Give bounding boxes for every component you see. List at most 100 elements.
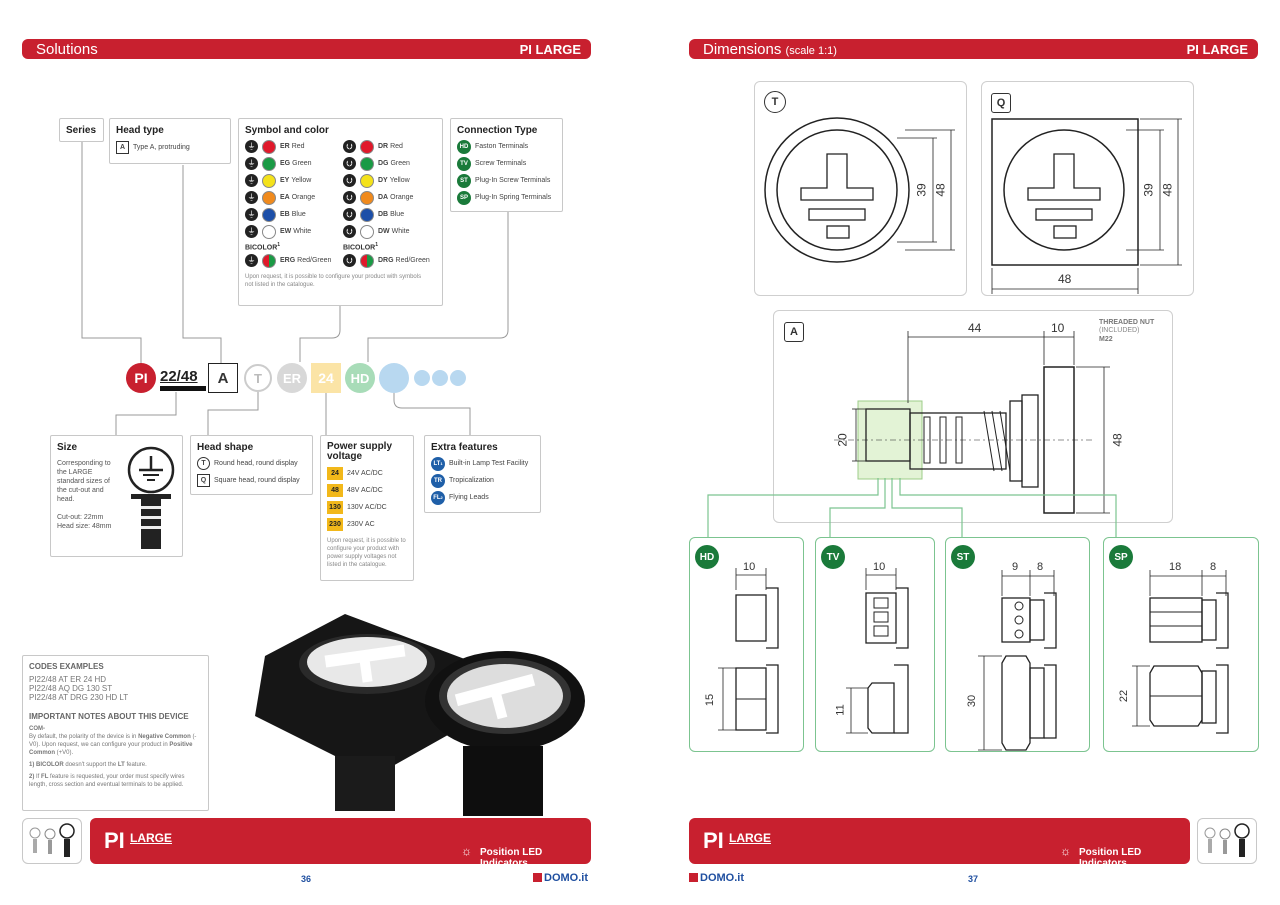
q-square-head-drawing [991,118,1182,294]
left-footer-tagline: Position LED Indicators [480,847,543,869]
color-dot [359,173,374,188]
head-type-label: Type A, protruding [133,144,190,151]
sun-icon: ☼ [1060,844,1071,858]
a-dim-48: 48 [1110,433,1125,447]
size-box: Size Corresponding to the LARGE standard… [50,435,183,557]
sp-drawing [1132,570,1229,734]
left-footer-pi: PI [104,828,125,853]
color-dot [262,224,276,239]
q-dim-w: 48 [1058,272,1072,286]
a-dim-44: 44 [968,321,982,335]
st-box: ST 9 8 30 [945,537,1090,752]
color-dot [359,224,374,239]
ground-symbol-icon: ⏚ [245,157,258,170]
size-cutout: Cut-out: 22mm [57,514,104,521]
nut-included: (INCLUDED) [1099,327,1140,334]
bicolor-label-left: BICOLOR1 [245,242,281,252]
code-size: 22/48 [160,368,198,385]
code-example: PI22/48 AT DRG 230 HD LT [29,693,129,702]
product-photo [255,614,585,816]
code-conn-circle: HD [345,363,375,393]
indicator-family-icon [29,823,75,857]
right-header-right: PI LARGE [1186,41,1248,57]
st-drawing [978,570,1057,751]
sp-dim-h: 22 [1118,689,1131,703]
q-tag: Q [991,93,1011,113]
hd-dim-w: 10 [743,561,756,573]
t-dimension-box: T 39 48 [754,81,967,296]
a-tag: A [784,322,804,342]
right-header-title: Dimensions (scale 1:1) [703,40,837,58]
right-footer-large: LARGE [729,831,771,845]
a-side-view-drawing [834,331,1110,514]
sp-dim-w1: 18 [1169,561,1182,573]
symbol-color-title: Symbol and color [245,125,329,136]
sun-icon: ☼ [461,844,472,858]
code-extra-dot [432,370,448,386]
st-dim-w1: 9 [1012,561,1019,573]
ground-symbol-icon: ⏚ [245,174,258,187]
codes-list: PI22/48 AT ER 24 HD PI22/48 AQ DG 130 ST… [29,675,202,702]
left-footer-icons [22,818,82,864]
codes-title: CODES EXAMPLES [29,662,104,671]
q-dim-b: 48 [1160,183,1175,197]
color-dot [262,156,276,171]
size-text: Corresponding to the LARGE standard size… [57,460,111,503]
color-dot [262,190,276,205]
right-footer-pi: PI [703,828,724,853]
code-example: PI22/48 AT ER 24 HD [29,675,107,684]
a-dim-20: 20 [835,433,850,447]
right-header-bar: Dimensions (scale 1:1) PI LARGE [689,39,1258,59]
head-type-item: A Type A, protruding [116,139,224,156]
bicolor-label-right: BICOLOR1 [342,242,379,252]
down-arrow-symbol-icon: ⮋ [342,140,356,153]
ground-symbol-icon: ⏚ [245,191,258,204]
notes-body: COM- By default, the polarity of the dev… [29,726,197,788]
hd-dim-h: 15 [704,693,717,707]
down-arrow-symbol-icon: ⮋ [342,225,356,238]
series-box: Series [59,118,104,142]
ground-symbol-icon: ⏚ [245,140,258,153]
size-head: Head size: 48mm [57,523,112,530]
indicator-family-icon [1204,823,1250,857]
left-header-bar: Solutions PI LARGE [22,39,591,59]
color-dot [359,156,374,171]
indicator-side-icon [127,446,175,549]
color-dot [359,139,374,154]
right-brand: DOMO.it [689,872,744,884]
code-head-box: A [208,363,238,393]
code-pi-circle: PI [126,363,156,393]
power-supply-title: Power supply voltage [327,441,393,462]
left-brand: DOMO.it [533,872,588,884]
left-page-number: 36 [301,874,312,884]
right-footer-icons [1197,818,1257,864]
ground-symbol-icon: ⏚ [245,254,258,268]
st-dim-h: 30 [966,694,979,708]
right-page-number: 37 [968,874,979,884]
size-title: Size [57,442,78,453]
head-type-title: Head type [116,125,164,136]
